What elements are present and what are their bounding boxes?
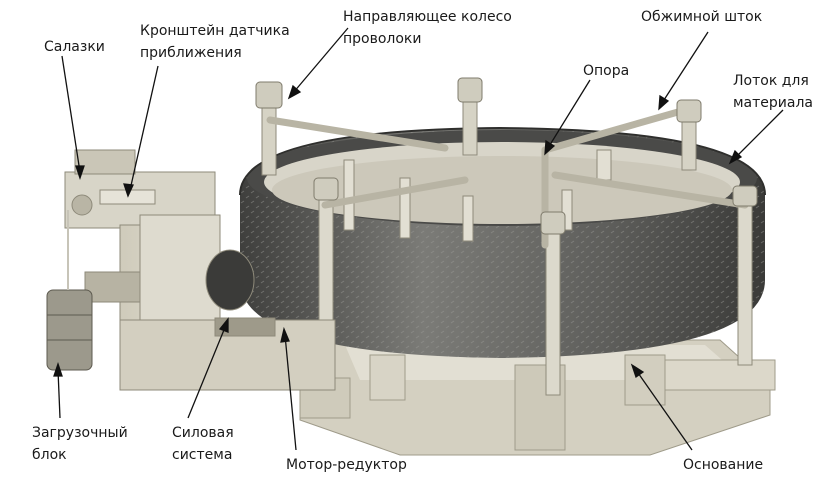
crimp-rods xyxy=(266,106,749,249)
guide-wheels xyxy=(255,77,758,235)
base xyxy=(299,339,776,456)
leader-lines xyxy=(53,27,784,451)
label-loading-block: Загрузочный блок xyxy=(32,425,128,463)
label-base: Основание xyxy=(683,457,764,473)
label-gear-motor: Мотор-редуктор xyxy=(286,457,407,473)
label-crimp-rod: Обжимной шток xyxy=(641,9,763,25)
label-support: Опора xyxy=(583,63,630,79)
label-power-system: Силовая система xyxy=(172,425,234,463)
power-unit xyxy=(84,214,336,391)
label-salazki: Салазки xyxy=(44,39,105,55)
label-wire-guide-wheel: Направляющее колесо проволоки xyxy=(343,9,512,47)
label-proximity-sensor-bracket: Кронштейн датчика приближения xyxy=(140,23,290,61)
loading-block xyxy=(46,210,93,371)
label-material-tray: Лоток для материала xyxy=(733,73,814,111)
